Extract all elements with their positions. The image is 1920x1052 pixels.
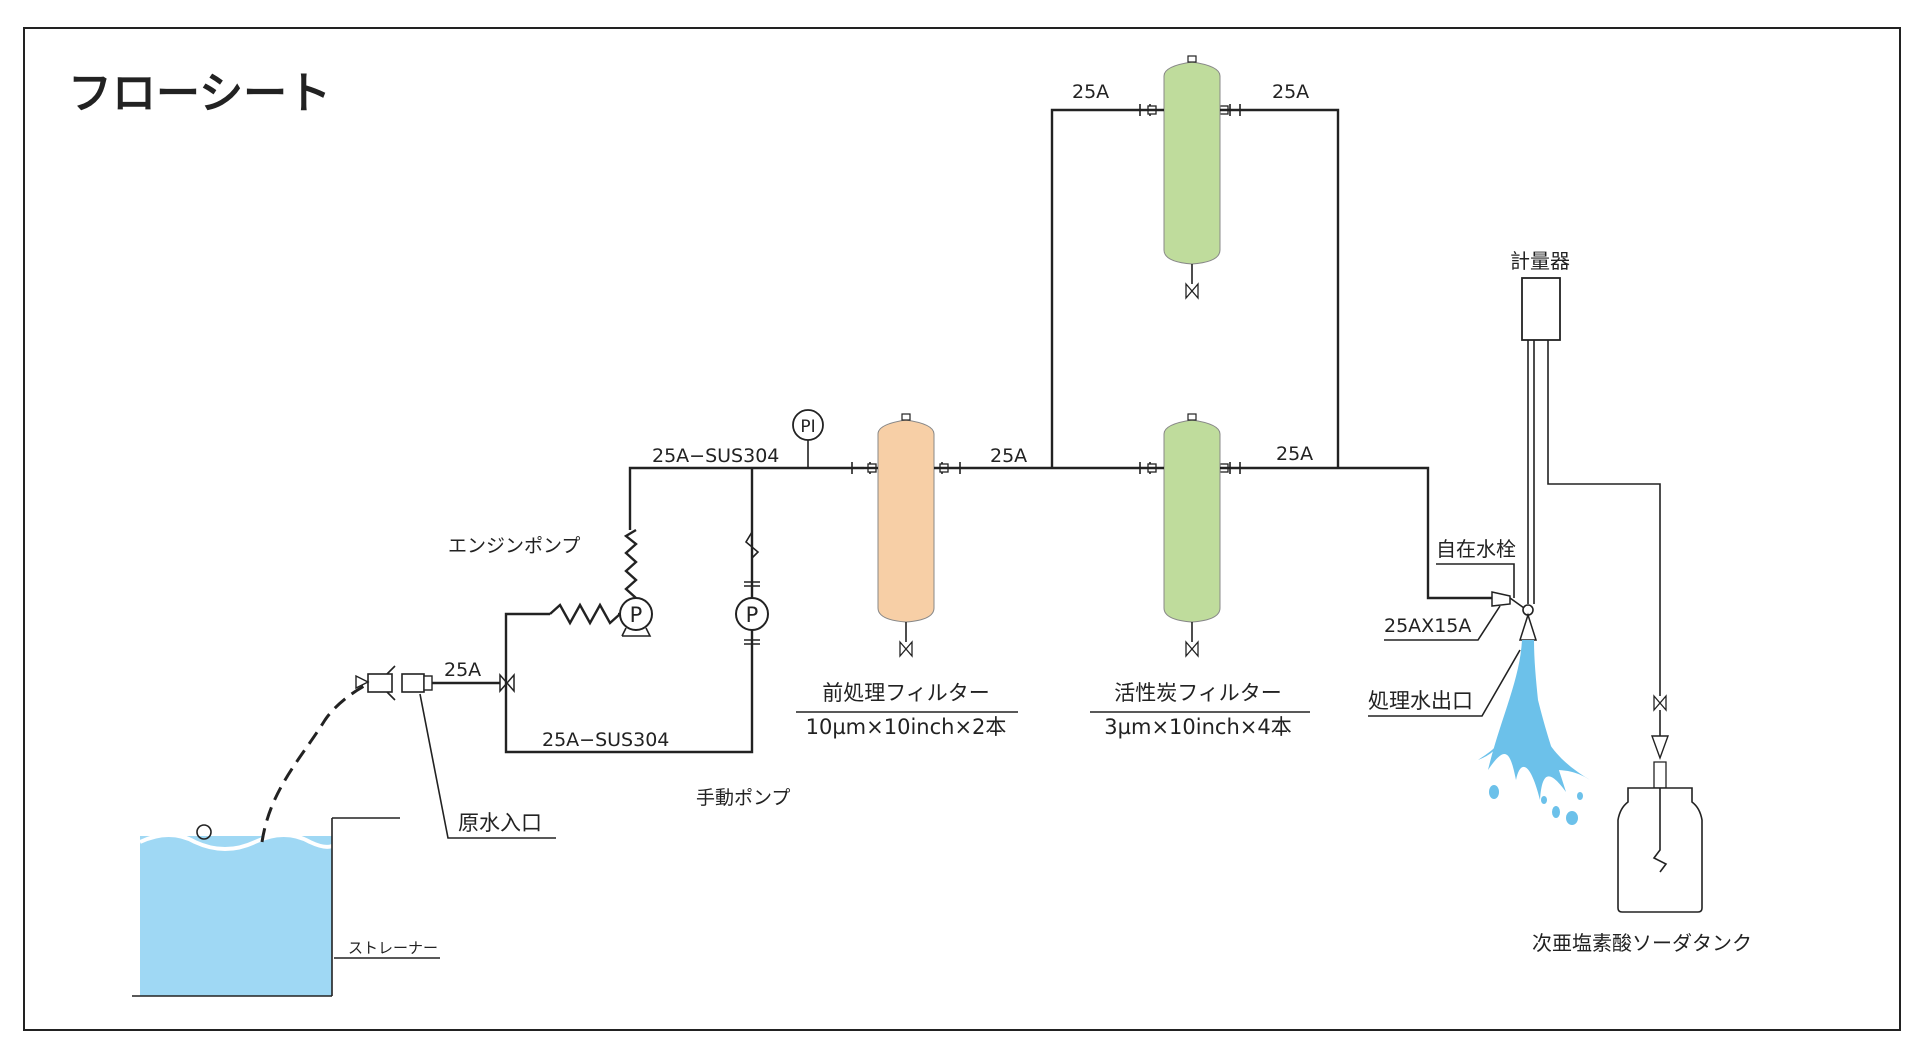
reducer-icon (1491, 591, 1511, 607)
prefilter-spec-label: 10µm×10inch×2本 (806, 715, 1007, 739)
manual-pump-label: 手動ポンプ (696, 787, 790, 809)
meter-label: 計量器 (1510, 249, 1570, 273)
reducer-fitting (1491, 591, 1525, 609)
raw-water-inlet-leader (419, 693, 556, 839)
raw-water-tank (132, 817, 400, 997)
coupling-cone-icon (355, 674, 370, 690)
hose-adapter (401, 673, 425, 693)
faucet-spout-icon (1518, 612, 1538, 641)
float-icon (196, 824, 212, 840)
check-valve-icon (744, 531, 760, 559)
carbon-filter-vessel-lower (1163, 413, 1221, 658)
tank-water (140, 836, 332, 996)
reducer-label: 25AX15A (1384, 615, 1471, 637)
carbon-filter-body (1163, 61, 1221, 265)
meter-suction-line (1547, 340, 1661, 696)
prefilter-vessel (877, 413, 935, 658)
carbon-filter-upper-inlet-pipe (1050, 108, 1140, 468)
inlet-coupling (355, 665, 433, 701)
reducer-leader (1384, 605, 1501, 641)
faucet-leader (1436, 563, 1515, 598)
hose-adapter-flange (423, 675, 433, 691)
carbon-filter-vent (1187, 55, 1197, 63)
manual-pump: P (735, 597, 769, 631)
pipe-size-label-carbon-right-top: 25A (1272, 81, 1309, 103)
strainer-label: ストレーナー (348, 939, 438, 957)
tank-inlet-fitting (1653, 761, 1667, 789)
coupling-lever (386, 665, 396, 701)
engine-pump-suction-pipe (504, 612, 550, 683)
engine-pump-label: エンジンポンプ (448, 535, 580, 557)
page-title: フローシート (68, 68, 331, 119)
tank-valve-icon (1653, 694, 1667, 712)
meter-dosing-line-to-faucet (1527, 340, 1535, 604)
treated-outlet-leader (1368, 649, 1521, 717)
pipe-size-label-carbon-left-top: 25A (1072, 81, 1109, 103)
pipe-size-label-sus304-top: 25A−SUS304 (652, 445, 779, 467)
pipe-size-label-carbon-right-bottom: 25A (1276, 443, 1313, 465)
manual-pump-flange-upper (744, 581, 760, 587)
engine-pump-symbol: P (630, 603, 643, 627)
manual-pump-flange-lower (744, 639, 760, 645)
faucet-label: 自在水栓 (1436, 537, 1516, 561)
hypochlorite-tank (1617, 787, 1703, 913)
raw-water-inlet-label: 原水入口 (458, 811, 542, 835)
water-spray-icon (1478, 640, 1590, 825)
carbon-filter-upper-outlet-pipe (1226, 108, 1340, 468)
manual-pump-symbol: P (746, 603, 759, 627)
carbon-filter-name-label: 活性炭フィルター (1114, 681, 1282, 705)
engine-pump-discharge-pipe (628, 466, 760, 530)
carbon-filter-lower-outlet-pipe (1226, 466, 1500, 600)
carbon-filter-vessel-upper (1163, 55, 1221, 300)
hypochlorite-tank-label: 次亜塩素酸ソーダタンク (1532, 931, 1752, 955)
meter-box (1521, 277, 1561, 341)
treated-outlet-label: 処理水出口 (1368, 689, 1473, 713)
pressure-gauge-icon (792, 409, 824, 441)
carbon-filter-drain-valve-icon (1185, 282, 1199, 300)
carbon-filter-vent (1187, 413, 1197, 421)
prefilter-vent (901, 413, 911, 421)
diagram-frame (23, 27, 1901, 1031)
tank-suction-pipe (1652, 788, 1668, 873)
foot-valve-icon (1651, 735, 1669, 761)
carbon-filter-spec-label: 3µm×10inch×4本 (1104, 715, 1291, 739)
prefilter-name-label: 前処理フィルター (822, 681, 990, 705)
engine-pump: P (619, 597, 653, 637)
suction-hose (260, 681, 371, 843)
prefilter-body (877, 419, 935, 623)
pipe-size-label-sus304-bottom: 25A−SUS304 (542, 729, 669, 751)
carbon-filter-drain-valve-icon (1185, 640, 1199, 658)
engine-pump-discharge-hose (623, 528, 638, 599)
water-wave (139, 833, 333, 851)
coupling-body (367, 673, 393, 693)
pipe-size-label-mid: 25A (990, 445, 1027, 467)
carbon-filter-body (1163, 419, 1221, 623)
pump-base (621, 627, 652, 637)
inlet-pipe-size-label: 25A (444, 659, 481, 681)
pi-gauge-label: PI (800, 417, 815, 437)
manual-pump-suction-pipe (504, 655, 754, 754)
engine-pump-flex-hose (549, 602, 621, 626)
prefilter-drain-valve-icon (899, 640, 913, 658)
